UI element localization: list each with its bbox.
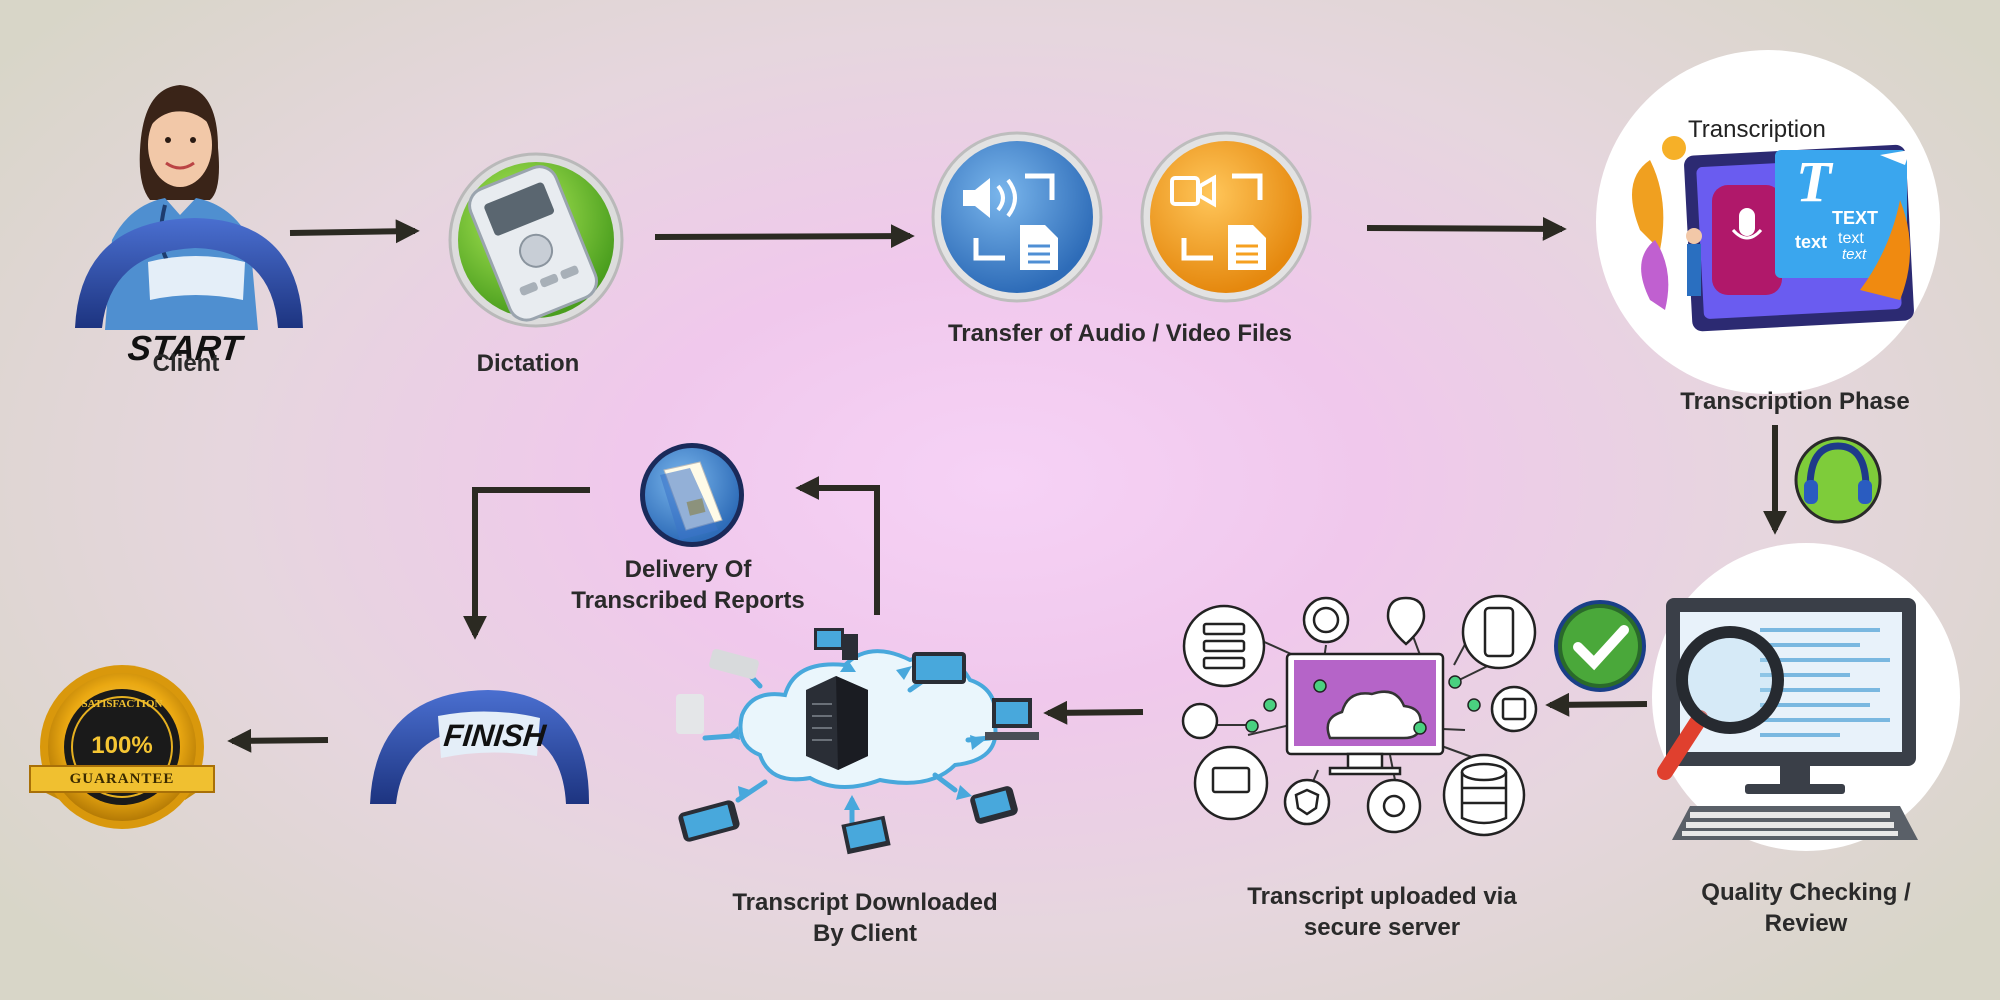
label-download: Transcript Downloaded By Client: [732, 887, 997, 949]
finish-arch-text: FINISH: [442, 718, 548, 753]
transcription-text-1: TEXT: [1832, 208, 1879, 228]
label-quality: Quality Checking / Review: [1701, 877, 1910, 939]
transcription-illustration: [1596, 50, 1940, 394]
client-face: [148, 103, 212, 187]
arrow-delivery-finish: [463, 487, 590, 640]
label-transfer: Transfer of Audio / Video Files: [947, 320, 1293, 347]
label-download-line2: By Client: [812, 920, 917, 947]
seal-guarantee-text: GUARANTEE: [69, 771, 175, 787]
label-delivery: Delivery Of Transcribed Reports: [571, 554, 804, 616]
label-quality-line2: Review: [1764, 910, 1848, 937]
headphones-icon: [1794, 436, 1882, 524]
label-dictation: Dictation: [476, 350, 580, 377]
arrow-client-dictation: [289, 219, 420, 244]
seal-percent-text: 100%: [91, 732, 153, 759]
audio-file-icon: [931, 131, 1103, 303]
cloud-network-icon: [676, 628, 1039, 855]
transcription-text-3: text: [1838, 230, 1864, 247]
label-delivery-line2: Transcribed Reports: [571, 587, 805, 614]
magnifier-icon: [1657, 626, 1784, 780]
dictation-recorder-icon: [448, 152, 624, 328]
label-upload-line1: Transcript uploaded via: [1247, 883, 1517, 910]
client-smile: [165, 161, 195, 170]
video-file-icon: [1140, 131, 1312, 303]
label-delivery-line1: Delivery Of: [624, 556, 752, 583]
arrow-quality-upload: [1545, 692, 1648, 717]
arrow-upload-download: [1043, 700, 1144, 725]
label-quality-line1: Quality Checking /: [1701, 879, 1911, 906]
flow-arrows: [227, 216, 1787, 753]
gold-seal-icon: [29, 665, 215, 829]
label-upload-line2: secure server: [1303, 914, 1461, 941]
transcription-big-letter: T: [1796, 149, 1832, 214]
arrow-finish-guarantee: [227, 728, 329, 753]
arrow-transfer-transcription: [1366, 216, 1567, 241]
finish-arch: [370, 690, 590, 804]
label-download-line1: Transcript Downloaded: [732, 889, 998, 916]
check-icon: [1554, 600, 1646, 692]
transcription-text-4: text: [1842, 246, 1867, 263]
cloud-server-icon: [1181, 594, 1538, 837]
transcription-text-2: text: [1795, 232, 1828, 252]
arrow-download-delivery: [795, 476, 880, 615]
client-hair-top: [148, 90, 213, 130]
report-folder-icon: [640, 443, 744, 547]
start-arch: [75, 218, 303, 328]
transcription-heading: Transcription: [1688, 116, 1826, 143]
arrow-dictation-transfer: [654, 224, 915, 249]
label-transcription-phase: Transcription Phase: [1680, 388, 1910, 415]
seal-satisfaction-text: SATISFACTION: [81, 698, 163, 710]
label-upload: Transcript uploaded via secure server: [1247, 881, 1516, 943]
label-client: Client: [152, 350, 220, 377]
